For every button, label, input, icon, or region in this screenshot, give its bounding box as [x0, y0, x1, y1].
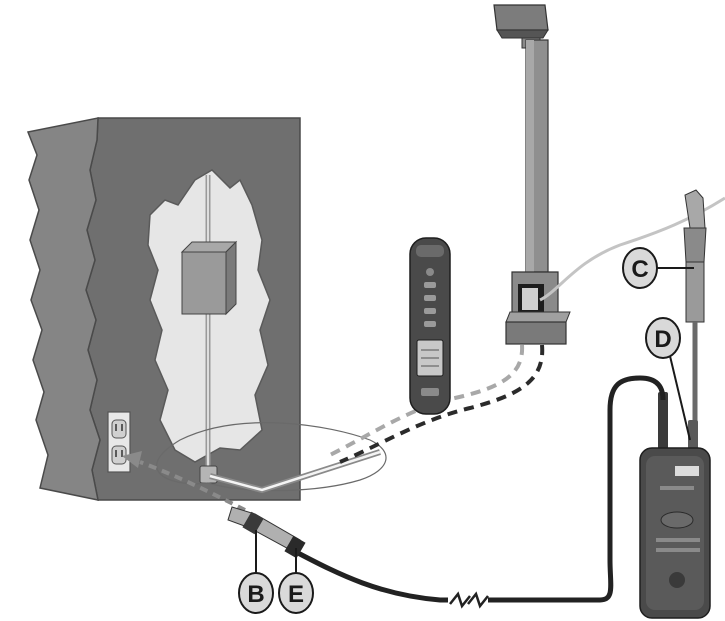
probe-lead-icon — [227, 506, 306, 559]
callout-d-label: D — [654, 326, 671, 353]
buried-wire-loop — [156, 422, 387, 492]
callout-d-leader — [669, 355, 691, 441]
remote-receiver-icon — [409, 237, 451, 415]
traced-path-dark — [339, 344, 545, 464]
callout-c-badge — [622, 247, 658, 289]
traced-path-light — [329, 344, 525, 457]
wall-outlet-icon — [107, 411, 131, 473]
callout-b-badge — [238, 572, 274, 614]
light-pole-icon — [493, 4, 571, 345]
alligator-clip-icon — [683, 189, 707, 430]
building-wall — [26, 117, 301, 501]
callout-d-badge — [645, 317, 681, 359]
callout-e-badge — [278, 572, 314, 614]
callout-c-label: C — [631, 256, 648, 283]
wall-side-face — [26, 117, 101, 501]
transmitter-unit-icon — [639, 392, 711, 619]
traced-path-to-outlet — [139, 460, 246, 512]
callout-e-label: E — [288, 581, 304, 608]
arrow-icon — [122, 451, 142, 468]
ground-conduit-core — [209, 450, 381, 492]
junction-box-icon — [180, 240, 238, 316]
probe-cable — [296, 375, 666, 603]
callout-b-label: B — [247, 581, 264, 608]
cable-break-symbol-icon — [448, 588, 489, 612]
